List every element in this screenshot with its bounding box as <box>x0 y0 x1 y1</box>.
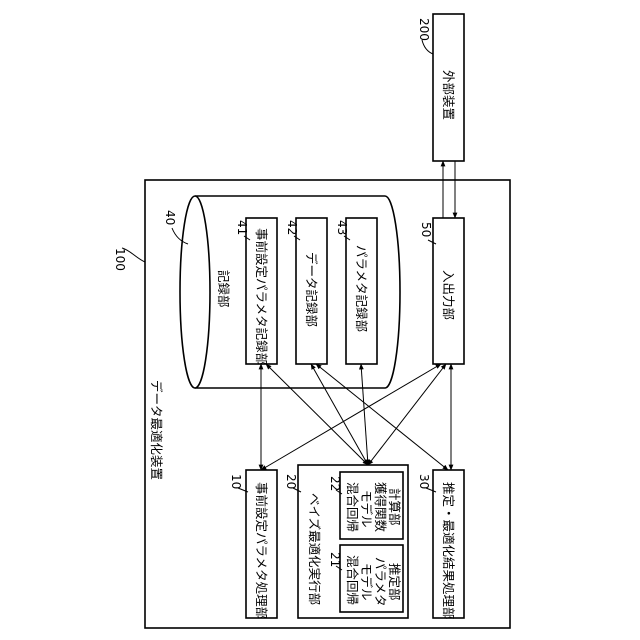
optimizer-number: 20 <box>284 474 298 489</box>
external-device-leader <box>422 40 433 54</box>
result-processor-number: 30 <box>417 474 431 489</box>
external-device-number: 200 <box>417 18 431 41</box>
preset-processor-number: 10 <box>229 474 243 489</box>
storage-unit-41-number: 41 <box>235 220 249 235</box>
external-device-label: 外部装置 <box>441 70 456 120</box>
storage-unit-43-label: パラメタ記録部 <box>354 245 369 332</box>
optimizer-sub-22-line-1: 混合回帰 <box>345 482 360 532</box>
storage-unit-42-number: 42 <box>285 220 299 235</box>
optimizer-sub-21-line-3: パラメタ <box>373 557 388 607</box>
storage-label: 記録部 <box>216 270 231 308</box>
storage-unit-42-label: データ記録部 <box>304 252 319 327</box>
optimizer-sub-22-line-3: 獲得関数 <box>373 482 388 533</box>
optimizer-sub-22-line-2: モデル <box>359 490 374 528</box>
optimizer-sub-21-line-4: 推定部 <box>387 563 402 601</box>
result-processor-label: 推定・最適化結果処理部 <box>441 482 456 620</box>
device-title: データ最適化装置 <box>149 380 164 480</box>
optimizer-sub-22-number: 22 <box>328 476 342 491</box>
device-number: 100 <box>113 248 127 271</box>
optimizer-sub-21-line-2: モデル <box>359 563 374 601</box>
storage-number: 40 <box>163 210 177 225</box>
optimizer-sub-22-line-4: 計算部 <box>387 488 402 526</box>
io-unit-number: 50 <box>419 222 433 237</box>
storage-unit-43-number: 43 <box>335 220 349 235</box>
io-unit-label: 入出力部 <box>441 270 456 320</box>
optimizer-sub-21-line-1: 混合回帰 <box>345 555 360 605</box>
optimizer-sub-21-number: 21 <box>328 552 342 567</box>
preset-processor-label: 事前設定パラメタ処理部 <box>254 482 269 619</box>
storage-unit-41-label: 事前設定パラメタ記録部 <box>254 228 269 365</box>
optimizer-label: ベイズ最適化実行部 <box>307 493 322 605</box>
